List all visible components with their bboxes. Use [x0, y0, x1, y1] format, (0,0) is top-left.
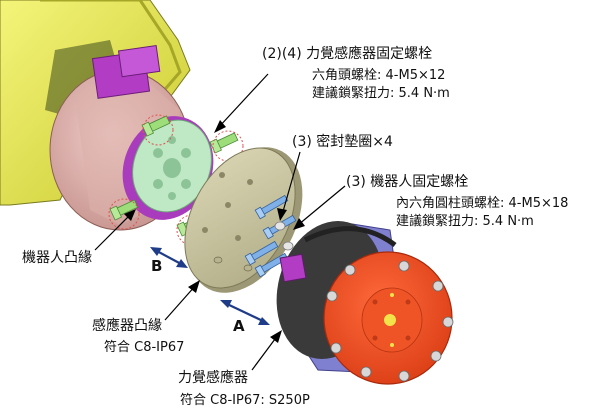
leader-line-seal-washer: [281, 151, 301, 216]
rim-bolt: [326, 290, 338, 302]
seal-washer: [282, 241, 294, 251]
force-sensor-bolt-hole: [372, 335, 378, 341]
leader-arrowhead: [214, 120, 226, 133]
callout-sensor-bolt-title: (2)(4) 力覺感應器固定螺栓: [262, 46, 433, 62]
direction-label-b: B: [151, 257, 163, 275]
robot-arm-yellow-rim: [40, 0, 182, 96]
leader-lines: [94, 73, 346, 371]
direction-arrow-b: [154, 249, 184, 266]
rim-bolt: [442, 316, 454, 328]
bolt-green: [109, 199, 139, 221]
plate-hole: [247, 179, 253, 185]
rim-bolt: [398, 260, 410, 272]
rim-bolt: [398, 370, 410, 382]
rim-bolt: [430, 350, 442, 362]
callout-robot-flange-title: 機器人凸緣: [22, 250, 92, 266]
leader-arrowhead: [277, 208, 287, 221]
callout-robot-bolt-torque: 建議鎖緊扭力: 5.4 N·m: [396, 214, 534, 229]
force-sensor-center-hole: [384, 314, 396, 326]
force-sensor-rim-bolts: [326, 260, 454, 382]
leader-line-sensor-flange: [164, 284, 197, 321]
rim-bolt: [432, 280, 444, 292]
leader-line-sensor-bolt: [217, 73, 269, 129]
rim-bolt: [330, 342, 342, 354]
leader-arrowhead: [293, 218, 305, 230]
direction-arrows: [150, 247, 270, 325]
sensor-flange-plate: [184, 147, 303, 293]
leader-arrowhead: [124, 209, 136, 221]
direction-label-a: A: [233, 317, 245, 335]
direction-arrow-b-head: [150, 247, 162, 256]
callout-force-sensor-spec: 符合 C8-IP67: S250P: [180, 393, 310, 408]
bolt-green: [141, 115, 171, 137]
callout-sensor-flange-spec: 符合 C8-IP67: [104, 340, 185, 355]
callout-sensor-bolt-torque: 建議鎖緊扭力: 5.4 N·m: [312, 86, 450, 101]
sensor-flange-plate-face: [184, 147, 296, 289]
plate-hole: [202, 227, 208, 233]
leader-line-robot-flange: [94, 212, 133, 251]
highlight-circle: [108, 198, 140, 230]
robot-flange-hole: [181, 148, 191, 158]
direction-arrow-a-head: [220, 300, 232, 308]
callout-seal-washer-title: (3) 密封墊圈×4: [292, 134, 393, 150]
rim-bolt: [360, 366, 372, 378]
force-sensor-black-cable-ring: [303, 226, 397, 248]
plate-hole: [225, 202, 231, 208]
plate-hole: [235, 235, 241, 241]
force-sensor-connector: [279, 253, 307, 283]
callout-force-sensor-title: 力覺感應器: [178, 370, 248, 386]
force-sensor-bolt-hole: [372, 299, 378, 305]
callout-robot-bolt-spec: 內六角圓柱頭螺栓: 4-M5×18: [396, 196, 569, 211]
leader-arrowhead: [270, 330, 282, 343]
rim-bolt: [344, 264, 356, 276]
plate-hole: [219, 172, 225, 178]
seal-washer: [274, 221, 286, 231]
robot-flange-center: [163, 158, 181, 178]
robot-flange-hole: [168, 136, 176, 144]
force-sensor-bolt-hole: [405, 299, 411, 305]
force-sensor-bolt-hole: [390, 343, 394, 347]
robot-flange-hole: [153, 179, 163, 189]
callout-sensor-flange-title: 感應器凸緣: [92, 318, 162, 334]
leader-line-robot-bolt: [297, 185, 346, 226]
robot-connector-purple-top: [117, 45, 161, 78]
force-sensor-bolt-hole: [405, 335, 411, 341]
robot-flange: [122, 116, 214, 220]
robot-flange-hole: [168, 192, 176, 200]
direction-arrow-a: [224, 302, 266, 323]
robot-arm: [0, 0, 191, 231]
direction-arrow-a-head: [258, 317, 270, 325]
bolt-blue: [244, 240, 279, 266]
highlight-circle: [212, 130, 244, 162]
leader-line-force-sensor: [251, 334, 279, 371]
bolt-green: [209, 132, 239, 154]
robot-flange-hole: [153, 148, 163, 158]
callout-robot-bolt-title: (3) 機器人固定螺栓: [346, 174, 469, 190]
leader-arrowhead: [188, 280, 200, 293]
direction-arrow-b-head: [176, 259, 188, 268]
callout-sensor-bolt-spec: 六角頭螺栓: 4-M5×12: [312, 68, 446, 83]
highlight-circle: [142, 114, 174, 146]
robot-flange-hole: [181, 179, 191, 189]
plate-bolt-head: [243, 264, 253, 272]
force-sensor: [276, 221, 454, 385]
force-sensor-bolt-hole: [390, 293, 394, 297]
plate-bolt-head: [213, 256, 223, 264]
